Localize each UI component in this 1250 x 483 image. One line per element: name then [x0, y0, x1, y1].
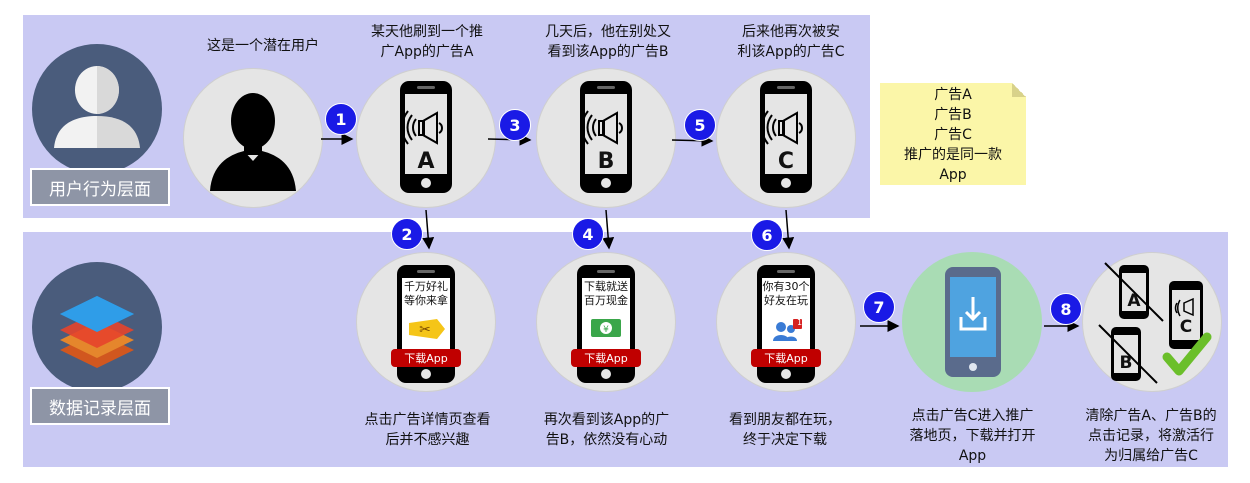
phone-c-text: 你有30个 好友在玩: [762, 280, 810, 307]
step-8-badge: 8: [1050, 293, 1082, 325]
arrow-5: [671, 134, 714, 147]
landing-page-circle: [902, 252, 1042, 392]
phone-b-text: 下载就送 百万现金: [584, 280, 628, 307]
ad-c-detail-circle: 1 你有30个 好友在玩 下载App: [716, 252, 856, 392]
download-app-button[interactable]: 下载App: [751, 349, 821, 367]
step-6-badge: 6: [751, 219, 783, 251]
arrow-2: [422, 209, 435, 250]
step-1-badge: 1: [325, 103, 357, 135]
ad-b-detail-circle: ¥ 下载就送 百万现金 下载App: [536, 252, 676, 392]
cleared-ad-b-letter: B: [1119, 353, 1133, 373]
attribution-phones-icon: [1098, 262, 1212, 384]
data-layer-circle: [32, 262, 162, 392]
svg-text:✂: ✂: [419, 322, 431, 338]
caption-attribution: 清除广告A、广告B的 点击记录，将激活行 为归属给广告C: [1085, 408, 1217, 464]
notify-count: 1: [797, 318, 803, 327]
step-7-badge: 7: [863, 291, 895, 323]
phone-megaphone-icon: [760, 81, 812, 193]
caption-ad-c: 后来他再次被安 利该App的广告C: [737, 24, 845, 60]
caption-potential-user: 这是一个潜在用户: [207, 38, 319, 54]
layers-stack-icon: [60, 296, 134, 368]
download-app-button[interactable]: 下载App: [571, 349, 641, 367]
phone-megaphone-icon: [400, 81, 452, 193]
ad-c-letter: C: [777, 149, 795, 174]
ad-a-letter: A: [417, 149, 435, 174]
user-avatar-icon: [54, 66, 140, 148]
caption-still-no-interest: 再次看到该App的广 告B，依然没有心动: [543, 412, 670, 448]
ad-b-letter: B: [597, 149, 615, 174]
person-silhouette-icon: [210, 93, 296, 191]
step-2-badge: 2: [391, 218, 423, 250]
user-layer-circle: [32, 44, 162, 174]
caption-decide-download: 看到朋友都在玩， 终于决定下载: [729, 412, 841, 448]
caption-landing-download: 点击广告C进入推广 落地页，下载并打开 App: [909, 408, 1036, 464]
ad-a-detail-circle: ✂ 千万好礼 等你来拿 下载App: [356, 252, 496, 392]
ad-a-circle: A: [356, 68, 496, 208]
step-4-badge: 4: [572, 218, 604, 250]
ad-b-circle: B: [536, 68, 676, 208]
attributed-ad-c-letter: C: [1179, 317, 1193, 337]
caption-ad-b: 几天后，他在别处又 看到该App的广告B: [545, 24, 671, 60]
attribution-circle: A B C: [1082, 252, 1222, 392]
ad-c-circle: C: [716, 68, 856, 208]
svg-text:¥: ¥: [603, 325, 609, 335]
caption-no-interest: 点击广告详情页查看 后并不感兴趣: [364, 412, 491, 448]
arrow-4: [602, 209, 615, 250]
phone-megaphone-icon: [580, 81, 632, 193]
cleared-ad-a-letter: A: [1127, 291, 1141, 311]
caption-ad-a: 某天他刷到一个推 广App的广告A: [371, 24, 483, 60]
step-5-badge: 5: [684, 109, 716, 141]
note-fold-corner: [1012, 83, 1026, 97]
potential-user-circle: [183, 68, 323, 208]
download-app-button[interactable]: 下载App: [391, 349, 461, 367]
data-layer-label: 数据记录层面: [30, 387, 170, 425]
download-tablet-icon: [945, 267, 1001, 377]
phone-a-text: 千万好礼 等你来拿: [404, 280, 448, 307]
user-layer-label: 用户行为层面: [30, 168, 170, 206]
same-app-note: 广告A 广告B 广告C 推广的是同一款 App: [880, 83, 1026, 185]
step-3-badge: 3: [499, 109, 531, 141]
arrow-6: [782, 209, 795, 250]
